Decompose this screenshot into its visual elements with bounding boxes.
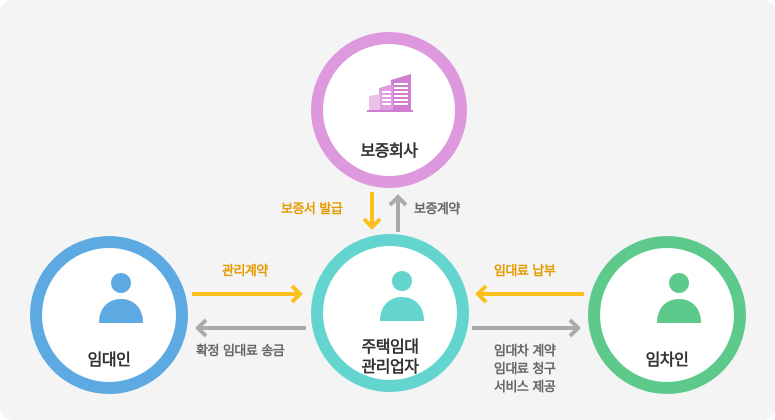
person-icon [380, 271, 424, 321]
node-housing-manager: 주택임대 관리업자 [311, 234, 469, 392]
node-label: 주택임대 관리업자 [323, 337, 457, 377]
node-label: 보증회사 [360, 141, 418, 160]
node-label: 임대인 [87, 350, 131, 369]
person-icon [99, 273, 143, 323]
flow-label-line: 임대차 계약 [494, 344, 556, 359]
flow-label-management-contract: 관리계약 [222, 264, 268, 279]
flow-label-bond-issue: 보증서 발급 [281, 202, 343, 217]
node-label: 임차인 [645, 350, 689, 369]
arrow-fixed-rent-transfer [195, 318, 306, 338]
flow-label-fixed-rent-transfer: 확정 임대료 송금 [196, 344, 285, 359]
node-guarantee-company: 보증회사 [311, 32, 467, 188]
building-icon [367, 74, 413, 112]
arrow-rent-payment [475, 284, 584, 304]
node-label-line: 주택임대 [361, 337, 419, 356]
arrow-guarantee-contract [388, 194, 408, 232]
arrow-tenant-services [472, 318, 581, 338]
node-label-line: 관리업자 [361, 357, 419, 376]
flow-label-line: 서비스 제공 [494, 380, 556, 395]
flow-label-line: 임대료 청구 [494, 362, 556, 377]
flow-label-rent-payment: 임대료 납부 [494, 264, 556, 279]
arrow-bond-issue [362, 192, 382, 230]
arrow-management-contract [192, 284, 303, 304]
node-tenant: 임차인 [588, 236, 746, 394]
flow-label-tenant-services: 임대차 계약 임대료 청구 서비스 제공 [494, 343, 584, 397]
person-icon [657, 273, 701, 323]
flow-label-guarantee-contract: 보증계약 [414, 202, 460, 217]
node-landlord: 임대인 [30, 236, 188, 394]
